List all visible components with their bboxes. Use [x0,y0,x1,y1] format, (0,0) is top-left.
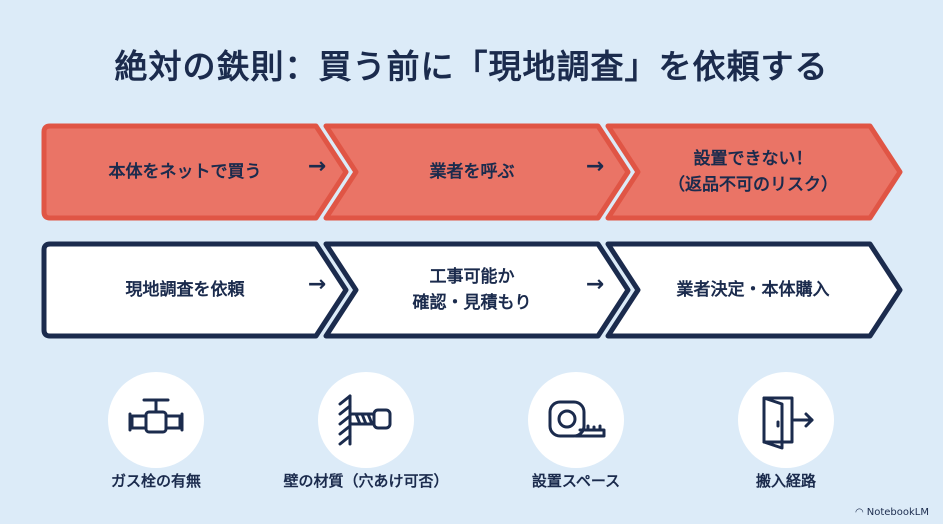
bad-flow: 本体をネットで買う → 業者を呼ぶ → 設置できない！ （返品不可のリスク） [40,122,906,226]
bad-flow-shapes [41,123,903,221]
good-flow-step-1-text: 現地調査を依頼 [125,279,245,300]
door-entry-label: 搬入経路 [755,472,816,490]
good-flow-step-3-text: 業者決定・本体購入 [676,279,830,300]
good-flow-step-3: 業者決定・本体購入 [640,240,866,340]
gas-valve-icon [128,398,184,434]
tape-measure-badge [528,372,624,468]
good-flow-step-2-line-1: 工事可能か [429,266,515,287]
bad-flow-step-3-line-1: 設置できない！ [693,148,813,169]
tape-measure-label: 設置スペース [531,472,621,490]
door-entry-badge [738,372,834,468]
bad-flow-step-3-shape [605,123,903,221]
wall-drill-badge [318,372,414,468]
good-flow-step-1: 現地調査を依頼 [60,240,310,340]
good-flow-step-1-shape [41,241,349,339]
bad-flow-step-1-text: 本体をネットで買う [108,161,262,182]
gas-valve-badge [108,372,204,468]
wall-drill-label: 壁の材質（穴あけ可否） [283,472,449,490]
good-flow-shapes [41,241,903,339]
good-flow-step-2-line-2: 確認・見積もり [412,293,532,313]
wall-drill-icon [338,394,392,446]
bad-flow-step-3-line-2: （返品不可のリスク） [668,175,838,195]
bad-flow-arrow-1: → [307,154,327,179]
good-flow-arrow-1: → [307,272,327,297]
bad-flow-step-2: 業者を呼ぶ [352,122,592,222]
tape-measure-icon [548,400,606,438]
gas-valve-label: ガス栓の有無 [110,472,201,490]
bad-flow-arrow-2: → [585,154,605,179]
bad-flow-step-3: 設置できない！ （返品不可のリスク） [640,122,866,222]
bad-flow-step-2-text: 業者を呼ぶ [429,161,515,182]
good-flow-step-3-shape [605,241,903,339]
door-entry-icon [762,396,814,450]
notebooklm-logo-icon: ◠ [855,507,864,518]
brand-text: NotebookLM [866,507,929,518]
bad-flow-step-2-shape [323,123,631,221]
good-flow: 現地調査を依頼 → 工事可能か 確認・見積もり → 業者決定・本体購入 [40,240,906,344]
bad-flow-step-1: 本体をネットで買う [60,122,310,222]
brand-mark: ◠ NotebookLM [855,507,929,518]
page-title: 絶対の鉄則：買う前に「現地調査」を依頼する [114,47,829,86]
good-flow-arrow-2: → [585,272,605,297]
good-flow-step-2: 工事可能か 確認・見積もり [352,240,592,340]
good-flow-step-2-shape [323,241,631,339]
bad-flow-step-1-shape [41,123,349,221]
